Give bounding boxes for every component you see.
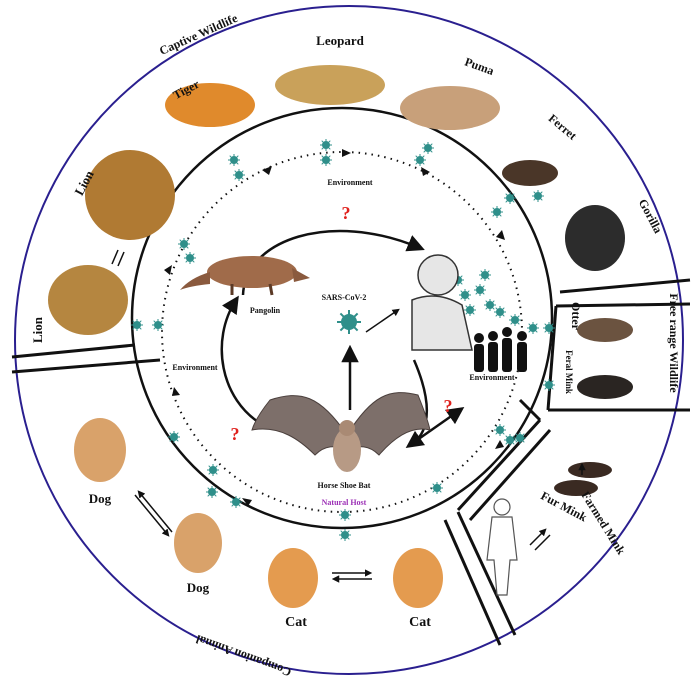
section-captive-wildlife: Captive Wildlife — [157, 11, 240, 58]
label-cat-right: Cat — [409, 615, 431, 630]
section-dividers — [11, 278, 691, 646]
feral-mink-silhouette — [577, 375, 633, 399]
label-ferret: Ferret — [546, 111, 580, 143]
pangolin-illustration — [180, 256, 310, 296]
label-environment-right: Environment — [469, 373, 515, 382]
label-gorilla: Gorilla — [636, 197, 666, 236]
lion-bottom-silhouette — [48, 265, 128, 335]
label-leopard: Leopard — [316, 33, 364, 48]
human-outline — [486, 498, 518, 596]
cat-right-silhouette — [393, 548, 443, 608]
question-mark-left: ? — [231, 424, 240, 444]
middle-ring — [130, 106, 554, 530]
label-pangolin: Pangolin — [250, 306, 281, 315]
fur-mink-top-silhouette — [568, 462, 612, 478]
label-sars-cov-2: SARS-CoV-2 — [322, 293, 367, 302]
horseshoe-bat-illustration — [251, 392, 431, 472]
leopard-silhouette — [275, 65, 385, 105]
label-horse-shoe-bat: Horse Shoe Bat — [318, 481, 371, 490]
dog-top-silhouette — [74, 418, 126, 482]
label-environment-top: Environment — [327, 178, 373, 187]
animal-transmission-arrows — [111, 249, 586, 583]
cat-left-silhouette — [268, 548, 318, 608]
label-environment-left: Environment — [172, 363, 218, 372]
fur-mink-bottom-silhouette — [554, 480, 598, 496]
label-dog-bottom: Dog — [187, 580, 210, 595]
tiger-silhouette — [165, 83, 255, 127]
ferret-silhouette — [502, 160, 558, 186]
dog-bottom-silhouette — [174, 513, 222, 573]
coughing-person-illustration — [411, 254, 473, 351]
label-otter: Otter — [569, 302, 583, 331]
puma-silhouette — [400, 86, 500, 130]
animal-silhouettes — [48, 65, 633, 608]
outer-ring — [14, 5, 684, 675]
dotted-ring-arrows — [164, 149, 505, 506]
crowd-silhouettes — [474, 327, 527, 372]
lion-top-silhouette — [85, 150, 175, 240]
label-lion-bottom: Lion — [30, 316, 45, 343]
label-dog-top: Dog — [89, 491, 112, 506]
label-cat-left: Cat — [285, 615, 307, 630]
gorilla-silhouette — [565, 205, 625, 271]
question-mark-top: ? — [342, 203, 351, 223]
label-puma: Puma — [463, 55, 496, 78]
section-companion-animal: Companion Animal — [193, 632, 293, 680]
section-free-range-wildlife: Free range Wildlife — [667, 293, 681, 393]
label-natural-host: Natural Host — [322, 498, 367, 507]
question-mark-right: ? — [444, 396, 453, 416]
label-feral-mink: Feral Mink — [564, 350, 574, 394]
section-farmed-mink: Farmed Mink — [578, 489, 628, 557]
otter-silhouette — [577, 318, 633, 342]
sars-cov-2-icon — [336, 309, 362, 335]
